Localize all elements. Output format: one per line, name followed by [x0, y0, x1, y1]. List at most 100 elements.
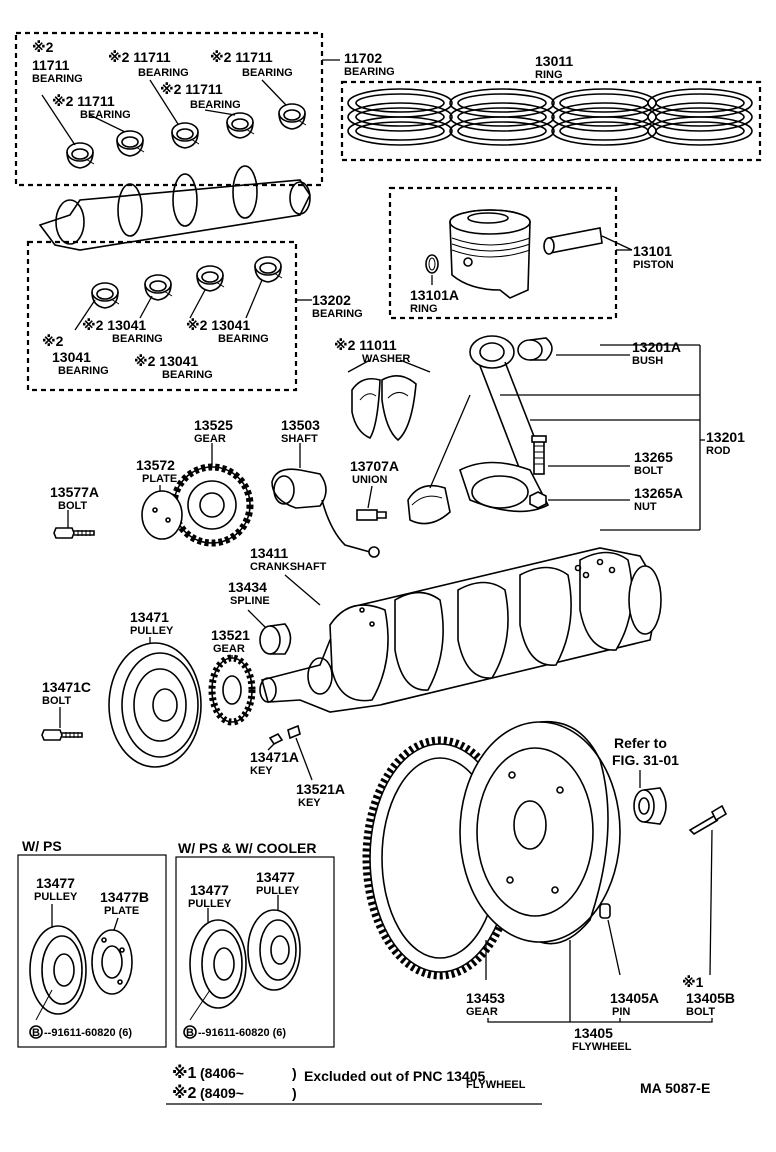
part-13707a-name: UNION [352, 474, 388, 486]
legend-mark2: ※2 [172, 1084, 197, 1102]
leader-conrod-bearing [429, 394, 471, 489]
flywheel-bolt-13405b-icon[interactable] [688, 804, 728, 836]
bearing-11711-e-icon[interactable] [278, 103, 307, 130]
part-13041-a-name: BEARING [58, 365, 109, 377]
connecting-rod-icon[interactable] [459, 335, 550, 513]
union-13707a-icon[interactable] [356, 509, 387, 521]
refer-line1: Refer to [614, 735, 667, 751]
legend-range2: (8409~ [200, 1085, 244, 1101]
w-ps-cooler-pulley-1-icon[interactable] [189, 919, 247, 1009]
piston-ring-set-2-icon[interactable] [449, 88, 555, 146]
part-13041-c-name: BEARING [218, 333, 269, 345]
w-ps-cooler-pulley1-name: PULLEY [188, 898, 232, 910]
w-ps-bolt-code-badge [29, 1025, 43, 1039]
part-11711-b-name: BEARING [138, 67, 189, 79]
part-11011-name: WASHER [362, 353, 410, 365]
key-13521a-icon[interactable] [287, 724, 301, 740]
thrust-washer-icon[interactable] [351, 375, 417, 442]
w-ps-plate-number: 13477B [100, 889, 149, 905]
part-13405-name: FLYWHEEL [572, 1041, 632, 1053]
bearing-11711-b-icon[interactable] [116, 130, 145, 157]
part-13201-name: ROD [706, 445, 731, 457]
part-13434-name: SPLINE [230, 595, 270, 607]
piston-ring-set-3-icon[interactable] [551, 88, 657, 146]
bearing-13041-c-icon[interactable] [196, 265, 225, 292]
piston-pin-icon[interactable] [543, 227, 603, 255]
conrod-nut-icon[interactable] [529, 491, 547, 509]
part-13405b-number: 13405B [686, 990, 735, 1006]
part-13405b-name: BOLT [686, 1006, 715, 1018]
w-ps-cooler-pulley-2-icon[interactable] [247, 909, 301, 991]
bearing-11711-a-icon[interactable] [66, 142, 95, 169]
part-13577a-number: 13577A [50, 484, 99, 500]
pilot-bearing-icon[interactable] [633, 787, 667, 825]
w-ps-pulley-icon[interactable] [29, 925, 87, 1015]
leader-13521a [295, 737, 313, 781]
leader-13041-c [189, 289, 206, 319]
footer-id: MA 5087-E [640, 1080, 710, 1096]
w-ps-plate-icon[interactable] [91, 929, 133, 995]
leader-13201-bracket [500, 344, 701, 531]
crankshaft-13411-icon[interactable] [259, 547, 662, 713]
spline-13434-icon[interactable] [259, 623, 292, 655]
part-13405b-number-l1: ※1 [682, 974, 704, 990]
bearing-13041-a-icon[interactable] [91, 282, 120, 309]
w-ps-bolt-code: B [32, 1027, 40, 1039]
conrod-bearing-icon[interactable] [407, 484, 451, 525]
bearing-13041-d-icon[interactable] [254, 256, 283, 283]
part-13265a-number: 13265A [634, 485, 683, 501]
part-13201-number: 13201 [706, 429, 745, 445]
w-ps-cooler-bolt-code: B [186, 1027, 194, 1039]
leader-13477b [113, 917, 119, 931]
bearing-13041-b-icon[interactable] [144, 274, 173, 301]
w-ps-cooler-bolt-ref: --91611-60820 (6) [198, 1027, 286, 1039]
snap-ring-13101a-icon[interactable] [425, 254, 439, 274]
part-13411-number: 13411 [250, 545, 288, 561]
part-13101a-number: 13101A [410, 287, 459, 303]
w-ps-pulley-number: 13477 [36, 875, 75, 891]
part-13041-d-number: ※2 13041 [134, 353, 198, 369]
part-13471-name: PULLEY [130, 625, 174, 637]
part-13471a-name: KEY [250, 765, 273, 777]
legend-close2: ) [292, 1085, 297, 1101]
crank-pulley-13471-icon[interactable] [108, 642, 202, 768]
timing-gear-13525-icon[interactable] [170, 463, 254, 547]
part-13202-number: 13202 [312, 292, 351, 308]
bearing-11711-d-icon[interactable] [226, 112, 255, 139]
inset-w-ps-title: W/ PS [22, 838, 62, 854]
part-11711-b-number: ※2 11711 [108, 49, 171, 65]
crank-gear-13521-icon[interactable] [208, 654, 256, 726]
key-13471a-icon[interactable] [268, 732, 284, 746]
leader-11711-b [89, 114, 126, 133]
bolt-13577a-icon[interactable] [53, 527, 95, 539]
part-13453-number: 13453 [466, 990, 505, 1006]
leader-13411 [284, 574, 321, 606]
legend-close1: ) [292, 1065, 297, 1081]
thrust-plate-13572-icon[interactable] [141, 490, 183, 540]
w-ps-pulley-name: PULLEY [34, 891, 78, 903]
bolt-13471c-icon[interactable] [41, 729, 83, 741]
part-13202-name: BEARING [312, 308, 363, 320]
inset-w-ps-box [17, 854, 167, 1048]
part-13011-number: 13011 [535, 53, 573, 69]
leader-13405a [607, 919, 621, 976]
leader-13041-a [74, 299, 96, 331]
part-11011-number: ※2 11011 [334, 337, 397, 353]
dowel-pin-13405a-icon[interactable] [599, 903, 611, 919]
w-ps-cooler-bolt-code-badge [183, 1025, 197, 1039]
part-13041-a-number-l1: ※2 [42, 333, 64, 349]
piston-ring-set-4-icon[interactable] [647, 88, 753, 146]
leader-11711-c [149, 79, 179, 125]
flywheel-13405-icon[interactable] [459, 720, 621, 945]
piston-ring-set-1-icon[interactable] [347, 88, 453, 146]
piston-icon[interactable] [449, 209, 531, 299]
part-13707a-number: 13707A [350, 458, 399, 474]
oil-pump-shaft-13503-icon[interactable] [271, 468, 380, 558]
conrod-bolt-icon[interactable] [531, 435, 547, 475]
leader-13405-bracket [487, 940, 713, 1023]
conrod-bush-icon[interactable] [517, 337, 553, 361]
bearing-11711-c-icon[interactable] [171, 122, 200, 149]
part-13471c-number: 13471C [42, 679, 91, 695]
part-13525-number: 13525 [194, 417, 233, 433]
